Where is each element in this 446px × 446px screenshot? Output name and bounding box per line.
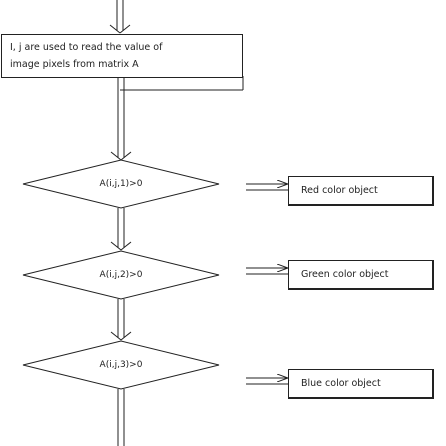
arrow-process-to-decision-1 <box>110 78 132 161</box>
connector-decision-3-to-output-3 <box>246 378 288 385</box>
process-box-shadow <box>120 76 244 91</box>
output-box-red: Red color object <box>288 176 434 206</box>
entry-arrow <box>109 0 131 34</box>
decision-diamond-2 <box>22 250 220 300</box>
decision-label-2: A(i,j,2)>0 <box>99 270 143 280</box>
decision-label-3: A(i,j,3)>0 <box>99 360 143 370</box>
arrow-decision-2-to-decision-3 <box>110 299 132 341</box>
output-box-green: Green color object <box>288 260 434 290</box>
decision-diamond-1 <box>22 159 220 209</box>
arrow-decision-1-to-decision-2 <box>110 208 132 251</box>
decision-diamond-3 <box>22 340 220 390</box>
connector-decision-2-to-output-2 <box>246 268 288 275</box>
process-box: I, j are used to read the value of image… <box>1 34 243 78</box>
decision-label-1: A(i,j,1)>0 <box>99 179 143 189</box>
output-box-blue: Blue color object <box>288 369 434 399</box>
exit-line <box>117 389 125 446</box>
connector-decision-1-to-output-1 <box>246 184 288 191</box>
